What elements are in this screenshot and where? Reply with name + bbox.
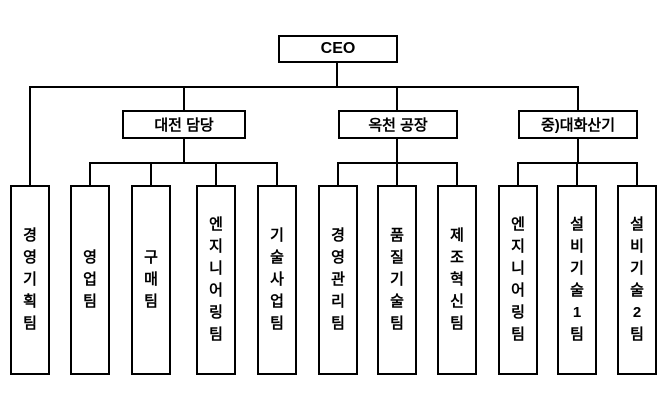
- connector-daehwa-stem: [577, 139, 579, 164]
- connector-drop-manufacturing-innovation: [456, 162, 458, 185]
- node-division-okcheon: 옥천 공장: [338, 110, 458, 139]
- connector-drop-okcheon: [396, 86, 398, 110]
- connector-drop-management-admin: [337, 162, 339, 185]
- connector-drop-quality-tech: [396, 162, 398, 185]
- connector-drop-daejeon: [183, 86, 185, 110]
- node-division-daejeon: 대전 담당: [122, 110, 246, 139]
- connector-drop-engineering-daehwa: [517, 162, 519, 185]
- connector-drop-planning-team: [29, 86, 31, 185]
- connector-ceo-drop: [336, 63, 338, 88]
- connector-drop-engineering-daejeon: [215, 162, 217, 185]
- connector-drop-facility-tech-1: [576, 162, 578, 185]
- connector-daejeon-stem: [183, 139, 185, 164]
- connector-drop-tech-business: [276, 162, 278, 185]
- connector-drop-sales: [89, 162, 91, 185]
- node-ceo: CEO: [278, 35, 398, 63]
- connector-okcheon-stem: [396, 139, 398, 164]
- connector-drop-daehwa: [577, 86, 579, 110]
- connector-rail-daejeon: [89, 162, 278, 164]
- connector-rail-top: [29, 86, 579, 88]
- connector-drop-facility-tech-2: [636, 162, 638, 185]
- connector-drop-purchasing: [150, 162, 152, 185]
- node-division-daehwa: 중)대화산기: [518, 110, 638, 139]
